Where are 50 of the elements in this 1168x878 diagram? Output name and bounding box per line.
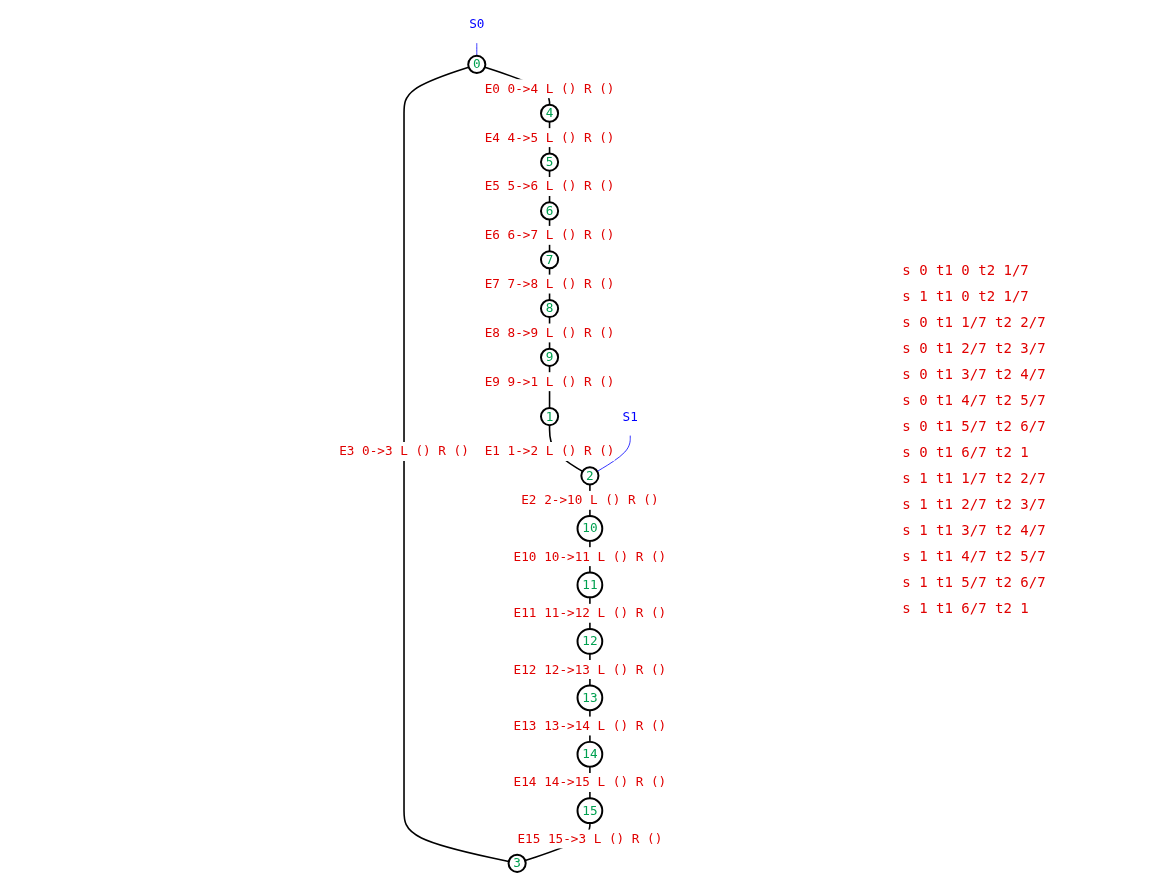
node-circle <box>539 152 559 172</box>
edge-label: E15 15->3 L () R () <box>517 830 663 847</box>
edge-parameter-note: s 1 t1 6/7 t2 1 <box>902 600 1030 616</box>
node-text: S0 <box>468 16 485 32</box>
edge-parameter-note: s 0 t1 0 t2 1/7 <box>902 262 1030 278</box>
edge-parameter-note: s 0 t1 3/7 t2 4/7 <box>902 366 1046 382</box>
node-circle <box>507 853 527 873</box>
node-text: S1 <box>622 408 638 424</box>
edge-label: E10 10->11 L () R () <box>513 548 666 564</box>
edge-label: E5 5->6 L () R () <box>484 178 615 194</box>
edge-label: E4 4->5 L () R () <box>484 129 615 145</box>
edge-label: E11 11->12 L () R () <box>513 605 666 621</box>
edge-label: E7 7->8 L () R () <box>484 276 615 292</box>
edge-parameter-note: s 1 t1 5/7 t2 6/7 <box>902 574 1046 590</box>
connector <box>596 435 631 472</box>
node-circle <box>576 684 603 712</box>
edge-label: E12 12->13 L () R () <box>513 661 666 677</box>
graph-drawing: E0 0->4 L () R () E1 1->2 L () R () E2 2->10 L () R () E3 0->3 L () R () E4 4->5 L () R () E5 5->6 L () R () E6 6->7 L () R () E7 7->8 L () R () E8 8->9 L () R () E9 9->1 L () R () E10 10->11 L () R () E11 11->12 L () R () E12 12->13 L () R () E13 13->14 L () R () E14 14->15 L () R () E15 15->3 L () R () 0 1 2 3 4 5 6 7 8 9 10 11 12 13 14 15 S0 S1 <box>335 2 669 876</box>
node-circle <box>580 466 600 486</box>
edge-label: E13 13->14 L () R () <box>513 718 666 734</box>
node-circle <box>539 103 559 123</box>
edge-parameter-note: s 1 t1 4/7 t2 5/7 <box>902 548 1046 564</box>
edge-label: E6 6->7 L () R () <box>484 227 615 243</box>
node-circle <box>539 347 559 367</box>
edge-label: E2 2->10 L () R () <box>520 492 659 508</box>
edge-label: E1 1->2 L () R () <box>484 443 615 459</box>
edge-parameter-note: s 0 t1 2/7 t2 3/7 <box>902 340 1046 356</box>
edge-parameter-note: s 0 t1 4/7 t2 5/7 <box>902 392 1046 408</box>
node-circle <box>539 407 559 427</box>
edge-parameter-note: s 0 t1 6/7 t2 1 <box>902 444 1030 460</box>
edge-parameter-note: s 1 t1 2/7 t2 3/7 <box>902 496 1046 512</box>
node-circle <box>576 628 603 655</box>
node-circle <box>539 250 559 270</box>
edge-parameter-note: s 1 t1 3/7 t2 4/7 <box>902 522 1046 538</box>
node-circle <box>539 201 559 221</box>
edge-parameter-note: s 1 t1 0 t2 1/7 <box>902 288 1030 304</box>
edge-label: E0 0->4 L () R () <box>484 80 615 96</box>
node-circle <box>576 571 603 599</box>
edge-parameter-note: s 1 t1 1/7 t2 2/7 <box>902 470 1046 486</box>
edge-parameter-note: s 0 t1 1/7 t2 2/7 <box>902 314 1046 330</box>
edge-label: E14 14->15 L () R () <box>513 774 666 790</box>
node-circle <box>539 298 559 319</box>
edge-label: E8 8->9 L () R () <box>484 325 615 341</box>
node-circle <box>576 797 603 825</box>
node-circle <box>576 515 603 542</box>
edge-label: E9 9->1 L () R () <box>484 373 615 389</box>
node-circle <box>576 740 603 768</box>
edge-label: E3 0->3 L () R () <box>338 443 469 459</box>
edge-parameter-note: s 0 t1 5/7 t2 6/7 <box>902 418 1046 434</box>
node-circle <box>466 54 486 74</box>
